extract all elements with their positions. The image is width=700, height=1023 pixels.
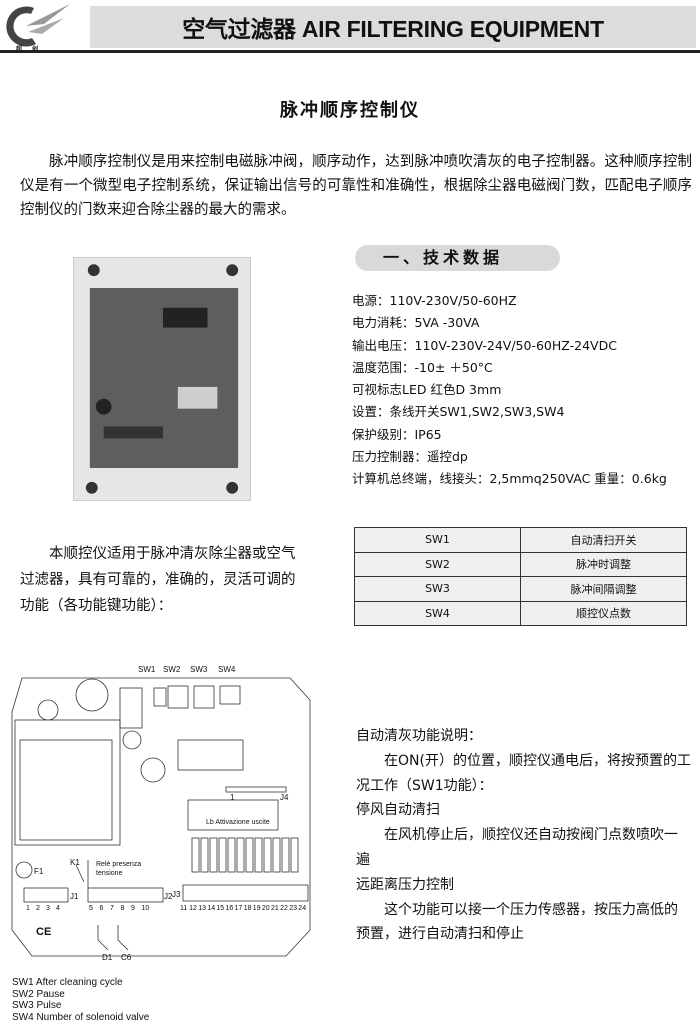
diagram-legend: SW1 After cleaning cycle SW2 Pause SW3 P… <box>12 977 149 1023</box>
terminal-number: 9 <box>131 905 135 912</box>
label-sw1: SW1 <box>138 665 156 674</box>
relay <box>291 838 298 872</box>
function-line: 停风自动清扫 <box>356 798 691 823</box>
function-line: 在风机停止后，顺控仪还自动按阀门点数喷吹一遍 <box>356 823 691 873</box>
terminal-number: 11 <box>180 905 187 912</box>
spec-list: 电源：110V-230V/50-60HZ 电力消耗：5VA -30VA 输出电压… <box>352 290 697 491</box>
product-photo <box>73 257 251 501</box>
terminal-number: 14 <box>207 905 215 912</box>
label-j4: J4 <box>280 793 289 802</box>
label-j3: J3 <box>172 890 181 899</box>
relay <box>228 838 235 872</box>
terminal-number: 23 <box>289 905 297 912</box>
terminal-number: 20 <box>262 905 270 912</box>
terminal-number: 15 <box>216 905 224 912</box>
function-description: 自动清灰功能说明：在ON(开）的位置，顺控仪通电后，将按预置的工况工作（SW1功… <box>356 724 691 947</box>
terminal-number: 19 <box>253 905 261 912</box>
function-line: 在ON(开）的位置，顺控仪通电后，将按预置的工况工作（SW1功能）： <box>356 749 691 799</box>
spec-item: 设置：条线开关SW1,SW2,SW3,SW4 <box>352 401 697 423</box>
legend-item: SW1 After cleaning cycle <box>12 977 149 989</box>
intro-paragraph: 脉冲顺序控制仪是用来控制电磁脉冲阀，顺序动作，达到脉冲喷吹清灰的电子控制器。这种… <box>20 150 692 222</box>
terminal-number: 22 <box>280 905 288 912</box>
label-d1: D1 <box>102 953 113 960</box>
spec-item: 压力控制器：遥控dp <box>352 446 697 468</box>
spec-item: 保护级别：IP65 <box>352 424 697 446</box>
label-lb: Lb Attivazione uscite <box>206 819 270 826</box>
terminal-number: 16 <box>226 905 234 912</box>
relay <box>264 838 271 872</box>
relay <box>219 838 226 872</box>
terminal-number: 10 <box>142 905 150 912</box>
function-line: 远距离压力控制 <box>356 873 691 898</box>
spec-item: 计算机总终端，线接头：2,5mmq250VAC 重量：0.6kg <box>352 468 697 490</box>
relay <box>255 838 262 872</box>
label-j1: J1 <box>70 892 79 901</box>
relay <box>201 838 208 872</box>
function-line: 自动清灰功能说明： <box>356 724 691 749</box>
terminal-number: 6 <box>100 905 104 912</box>
relay <box>246 838 253 872</box>
terminal-number: 21 <box>271 905 279 912</box>
label-k1: K1 <box>70 858 80 867</box>
terminal-number: 8 <box>121 905 125 912</box>
terminal-number: 3 <box>46 905 50 912</box>
relay <box>237 838 244 872</box>
relay <box>210 838 217 872</box>
terminal-number: 24 <box>298 905 306 912</box>
label-sw4: SW4 <box>218 665 236 674</box>
label-c6: C6 <box>121 953 132 960</box>
spec-item: 温度范围：-10± ＋50°C <box>352 357 697 379</box>
label-relay2: tensione <box>96 870 123 877</box>
label-relay: Relè presenza <box>96 861 141 868</box>
terminal-number: 12 <box>189 905 197 912</box>
terminal-number: 17 <box>235 905 243 912</box>
terminal-number: 7 <box>110 905 114 912</box>
header-banner: 空气过滤器 AIR FILTERING EQUIPMENT <box>90 6 696 48</box>
terminal-number: 13 <box>198 905 206 912</box>
terminal-number: 5 <box>89 905 93 912</box>
label-sw3: SW3 <box>190 665 208 674</box>
terminal-number: 2 <box>36 905 40 912</box>
page-title: 脉冲顺序控制仪 <box>0 96 700 122</box>
label-j4num: 1 <box>230 793 235 802</box>
usage-paragraph: 本顺控仪适用于脉冲清灰除尘器或空气过滤器，具有可靠的，准确的，灵活可调的功能（各… <box>20 541 305 619</box>
circuit-diagram: SW1 SW2 SW3 SW4 1 J4 K1 F1 Relè presenza… <box>8 660 318 960</box>
terminal-number: 1 <box>26 905 30 912</box>
relay <box>192 838 199 872</box>
terminal-number: 18 <box>244 905 252 912</box>
spec-item: 输出电压：110V-230V-24V/50-60HZ-24VDC <box>352 335 697 357</box>
spec-item: 可视标志LED 红色D 3mm <box>352 379 697 401</box>
relay <box>282 838 289 872</box>
label-f1: F1 <box>34 867 44 876</box>
spec-item: 电源：110V-230V/50-60HZ <box>352 290 697 312</box>
relay <box>273 838 280 872</box>
legend-item: SW2 Pause <box>12 989 149 1001</box>
label-sw2: SW2 <box>163 665 181 674</box>
function-line: 这个功能可以接一个压力传感器，按压力高低的预置，进行自动清扫和停止 <box>356 898 691 948</box>
terminal-number: 4 <box>56 905 60 912</box>
legend-item: SW4 Number of solenoid valve <box>12 1012 149 1023</box>
legend-item: SW3 Pulse <box>12 1000 149 1012</box>
header-divider <box>0 50 700 53</box>
section-heading: 一、技术数据 <box>355 245 560 271</box>
ce-mark: CE <box>36 926 51 938</box>
spec-item: 电力消耗：5VA -30VA <box>352 312 697 334</box>
